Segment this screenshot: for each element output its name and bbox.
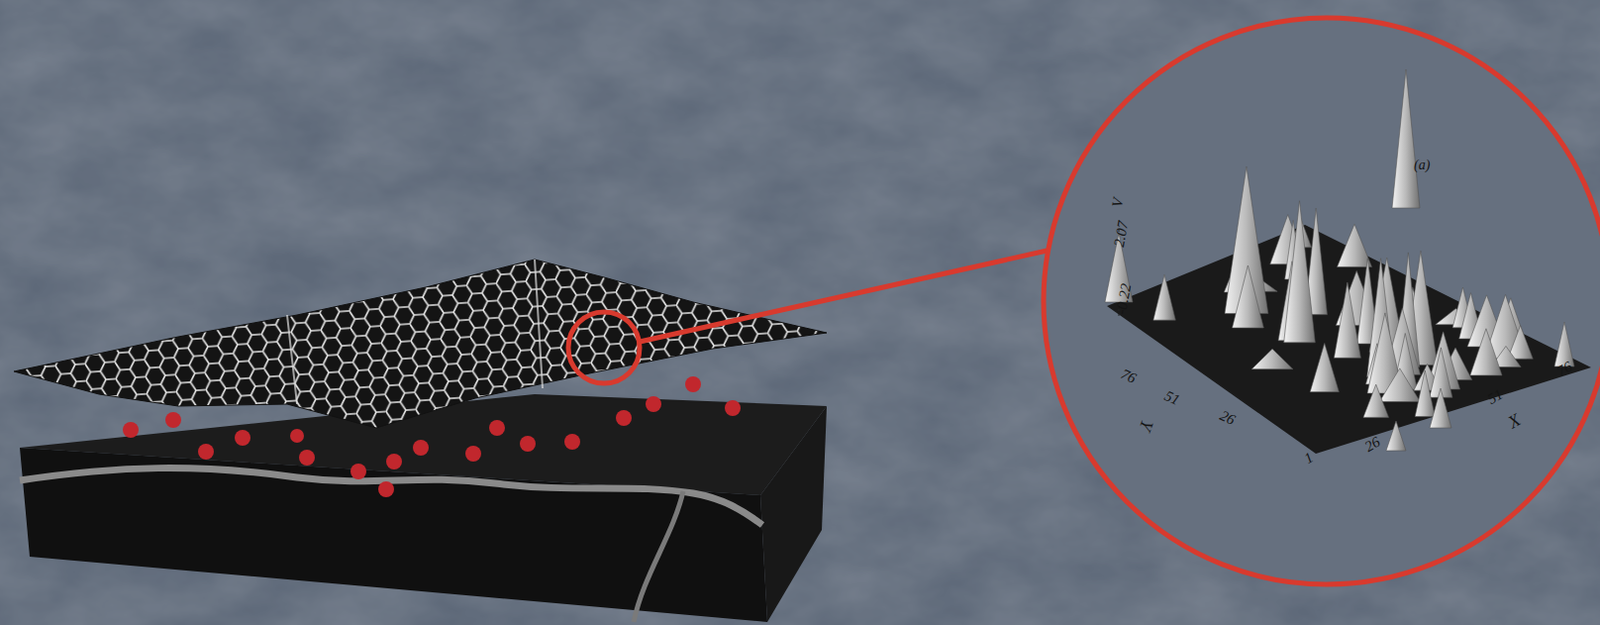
peak — [1284, 200, 1316, 343]
zoom-circle-small — [568, 311, 640, 384]
axis-label: 26 — [1217, 407, 1238, 428]
axis-label: (a) — [1413, 158, 1430, 173]
peak — [1251, 348, 1294, 370]
peak — [1392, 69, 1420, 208]
sheet-fold — [287, 259, 543, 404]
peak — [1414, 370, 1435, 417]
peak — [1153, 274, 1176, 320]
axis-label: X — [1504, 410, 1524, 432]
axis-label: 51 — [1485, 387, 1505, 407]
peak — [1470, 328, 1502, 376]
axis-label: 76 — [1554, 359, 1575, 380]
axis-label: 1 — [1301, 449, 1316, 467]
block-side — [760, 405, 827, 622]
peak — [1231, 265, 1264, 328]
peak — [1429, 388, 1452, 428]
block-crack — [633, 491, 684, 622]
peak — [1363, 384, 1390, 417]
zoom-circle-large — [1043, 17, 1600, 585]
peak — [1333, 282, 1361, 358]
plot-base — [1106, 224, 1592, 454]
block-vein — [19, 468, 763, 525]
peak — [1379, 368, 1420, 402]
peak — [1386, 420, 1406, 451]
block-front — [19, 447, 768, 622]
axis-label: V — [1109, 197, 1126, 209]
axis-label: 26 — [1362, 434, 1383, 455]
graphene-sheet — [13, 259, 827, 428]
axis-label: 51 — [1162, 388, 1183, 408]
axis-label: Y — [1136, 417, 1157, 434]
axis-label: 2.07 — [1111, 219, 1131, 248]
leader-line — [639, 249, 1052, 342]
peak — [1337, 223, 1373, 267]
axis-label: 76 — [1118, 366, 1139, 387]
surface-plot — [1104, 69, 1592, 454]
axis-label: -0.22 — [1113, 282, 1134, 315]
peak — [1309, 342, 1339, 392]
